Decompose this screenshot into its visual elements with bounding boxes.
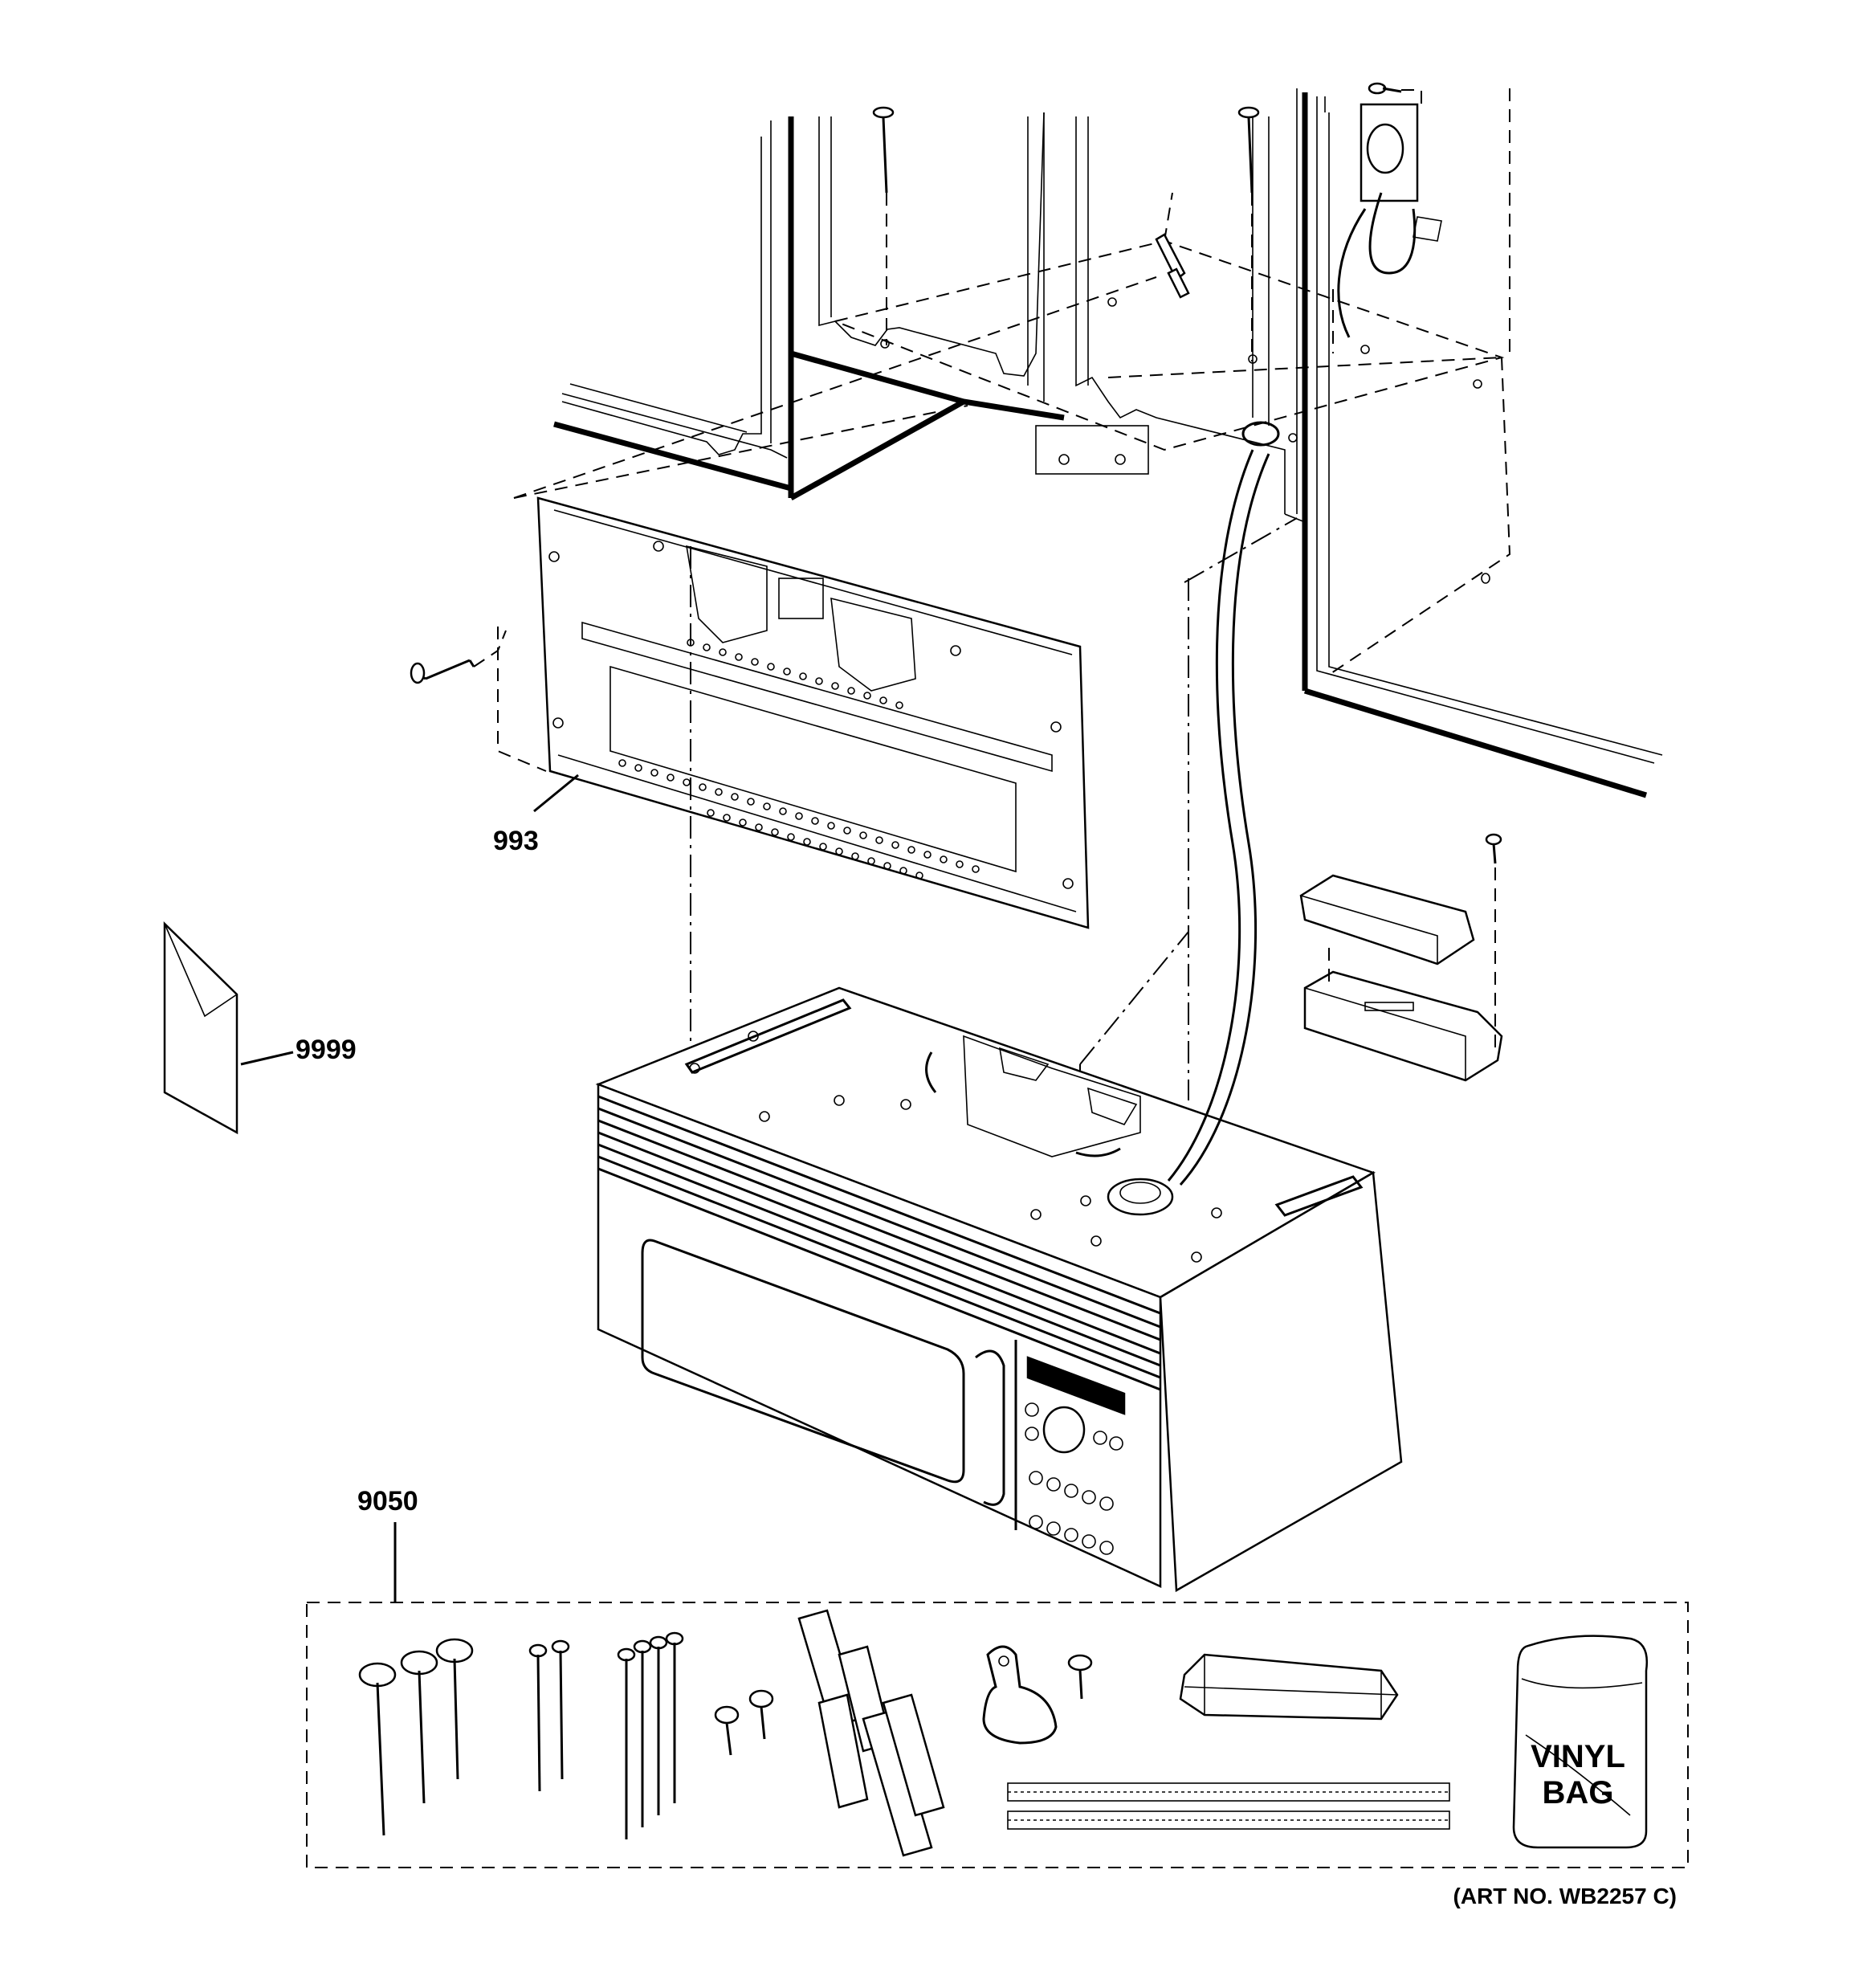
keypad-buttons [1025, 1402, 1123, 1555]
vinyl-bag-label-line1: VINYL [1531, 1739, 1625, 1774]
literature-envelope [163, 921, 238, 1135]
leader-line-9999 [240, 1051, 294, 1066]
long-bolts [617, 1631, 684, 1839]
vent-damper [1299, 833, 1503, 1082]
art-number: (ART NO. WB2257 C) [1453, 1884, 1677, 1908]
plate-holes-upper [687, 639, 903, 709]
plate-screw [410, 659, 475, 684]
vinyl-bag-label-line2: BAG [1543, 1775, 1614, 1810]
kit-damper [1179, 1653, 1399, 1721]
foam-strips [1007, 1782, 1450, 1830]
leader-line-993 [533, 774, 579, 813]
short-screws [714, 1689, 774, 1756]
callout-9050: 9050 [357, 1486, 418, 1517]
hardware-kit-border [306, 1602, 1689, 1868]
vent-grille [597, 1095, 1161, 1391]
cord-clamp [982, 1645, 1093, 1745]
top-screws [872, 106, 1260, 361]
callout-993: 993 [493, 826, 539, 856]
toggle-wings [797, 1609, 945, 1857]
power-cord [1167, 449, 1254, 1182]
wall-anchors [528, 1639, 570, 1792]
plate-holes-lower [618, 759, 980, 880]
toggle-bolt [1155, 233, 1190, 299]
mounting-plate [410, 276, 1298, 1189]
vinyl-bag: VINYL BAG [1512, 1635, 1649, 1849]
microwave-oven [595, 986, 1403, 1593]
upper-cabinets [553, 88, 1663, 798]
washer-head-screws [358, 1638, 474, 1836]
callout-9999: 9999 [296, 1035, 357, 1065]
power-outlet-and-cord [1337, 82, 1442, 338]
